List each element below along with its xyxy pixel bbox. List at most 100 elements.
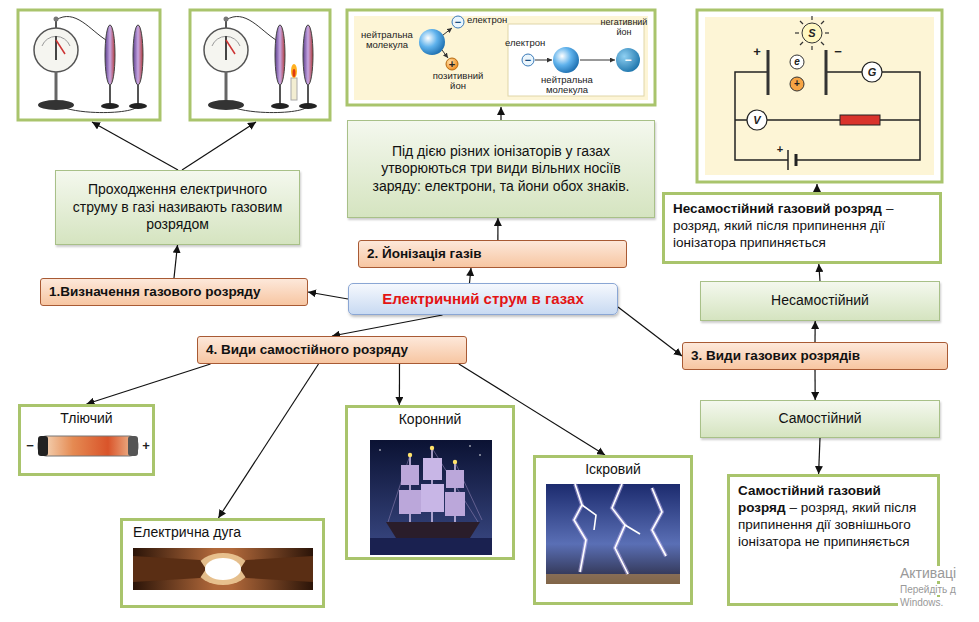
circuit-picture xyxy=(795,154,798,166)
connector-arrow xyxy=(308,292,348,299)
text-holder: Самостійний газовий розряд– розряд, який… xyxy=(738,483,929,551)
text-holder: Самостійний xyxy=(711,410,929,428)
connector-arrow xyxy=(618,307,682,356)
ionization-picture xyxy=(522,54,534,66)
lightning-picture xyxy=(574,484,586,572)
electroscope-flame-frame xyxy=(293,69,296,77)
picture-caption: електрон xyxy=(505,38,545,48)
corona-ship-picture xyxy=(445,492,465,516)
node-label: Під дією різних іонізаторів у газах утво… xyxy=(372,143,629,194)
circuit-picture xyxy=(840,115,880,125)
text-holder: Під дією різних іонізаторів у газах утво… xyxy=(358,143,644,196)
node-label: 4. Види самостійного розряду xyxy=(206,342,408,357)
picture-caption: нейтральна молекула xyxy=(356,30,418,51)
corona-ship-picture xyxy=(370,440,492,555)
lightning-picture xyxy=(625,525,640,534)
meter-symbol: G xyxy=(862,64,882,80)
lamp-rays xyxy=(821,21,824,24)
lamp-rays xyxy=(795,16,829,50)
circuit-picture xyxy=(767,50,770,95)
ionization-picture xyxy=(347,10,655,105)
connector-arrow xyxy=(399,364,400,405)
connector-arrow xyxy=(497,218,498,240)
lightning-picture xyxy=(546,484,680,584)
watermark: Перейдіть д xyxy=(898,584,958,595)
lamp-rays xyxy=(811,16,812,20)
electron-symbol: e xyxy=(790,55,804,69)
circuit-picture xyxy=(790,77,804,91)
definition-term: Несамостійний газовий розряд xyxy=(673,201,882,216)
source-symbol: S xyxy=(802,25,822,41)
glow-tube-picture xyxy=(38,436,138,456)
electric-arc-picture xyxy=(205,558,241,580)
node-label: Самостійний xyxy=(778,410,861,426)
circuit-picture xyxy=(862,62,882,82)
connector-arrow xyxy=(87,364,211,404)
lightning-picture xyxy=(574,484,666,574)
battery-sign: + xyxy=(775,142,785,156)
circuit-picture xyxy=(747,110,767,130)
lightning-picture xyxy=(574,484,586,572)
electrode-sign: + xyxy=(140,438,152,454)
concept-box: Несамостійний xyxy=(700,281,940,321)
lamp-rays xyxy=(811,46,812,50)
corona-ship-picture xyxy=(446,470,464,488)
pointer-arrows xyxy=(92,122,178,170)
ionization-picture xyxy=(419,29,445,55)
corona-ship-picture xyxy=(379,449,381,451)
picture-caption: нейтральна молекула xyxy=(536,75,598,96)
charge-sign: + xyxy=(446,57,458,71)
text-holder: Проходження електричного струму в газі н… xyxy=(66,181,289,234)
corona-ship-picture xyxy=(386,522,480,538)
lamp-rays xyxy=(800,21,803,24)
node-label: 1.Визначення газового розряду xyxy=(49,284,261,299)
picture-frame: Іскровий xyxy=(533,455,693,605)
connector-arrow xyxy=(814,370,815,400)
text-holder: 1.Визначення газового розряду xyxy=(49,283,299,301)
watermark: Активаці xyxy=(898,566,958,581)
electroscope-flame-frame xyxy=(291,78,297,100)
lightning-picture xyxy=(546,484,680,584)
electroscope-flame-frame xyxy=(190,10,330,120)
text-holder: Електрична дуга xyxy=(133,524,322,541)
plate-sign: − xyxy=(832,44,844,60)
electric-arc-picture xyxy=(133,548,313,590)
lightning-picture xyxy=(612,484,628,574)
corona-ship-picture xyxy=(423,458,442,480)
picture-frame: Тліючий xyxy=(18,404,155,476)
node-label: Коронний xyxy=(399,411,462,427)
circuit-picture xyxy=(787,150,789,170)
watermark: Windows. xyxy=(898,597,945,608)
topic-box: 1.Визначення газового розряду xyxy=(40,278,308,306)
lightning-picture xyxy=(652,488,666,556)
picture-frame: Електрична дуга xyxy=(120,518,325,608)
ionization-picture xyxy=(354,16,648,100)
corona-ship-picture xyxy=(399,490,421,514)
electroscope-flame-frame xyxy=(190,10,330,120)
picture-caption: негативний йон xyxy=(596,18,652,38)
corona-ship-picture xyxy=(469,445,471,447)
connector-arrow xyxy=(470,268,471,283)
charge-sign: − xyxy=(452,15,464,29)
circuit-picture xyxy=(697,10,942,182)
lightning-picture xyxy=(546,574,680,584)
lightning-picture xyxy=(612,484,628,574)
ionization-picture xyxy=(347,10,655,105)
text-holder: Несамостійний газовий розряд– розряд, як… xyxy=(673,201,931,252)
circuit-picture xyxy=(802,23,822,43)
topic-box: 4. Види самостійного розряду xyxy=(197,336,467,364)
lightning-picture xyxy=(582,505,596,530)
node-label: 2. Йонізація газів xyxy=(367,246,482,261)
connector-arrow xyxy=(332,315,443,336)
corona-ship-picture xyxy=(430,446,434,450)
corona-ship-picture xyxy=(453,460,457,464)
node-label: Електрична дуга xyxy=(133,524,241,540)
electroscope-flame-frame xyxy=(291,64,297,78)
charge-sign: − xyxy=(620,52,636,68)
electroscope-frame xyxy=(18,10,160,120)
glow-tube-picture xyxy=(38,436,48,456)
definition-box: Несамостійний газовий розряд– розряд, як… xyxy=(662,192,942,264)
charge-sign: − xyxy=(522,53,534,67)
lightning-picture xyxy=(574,484,666,574)
